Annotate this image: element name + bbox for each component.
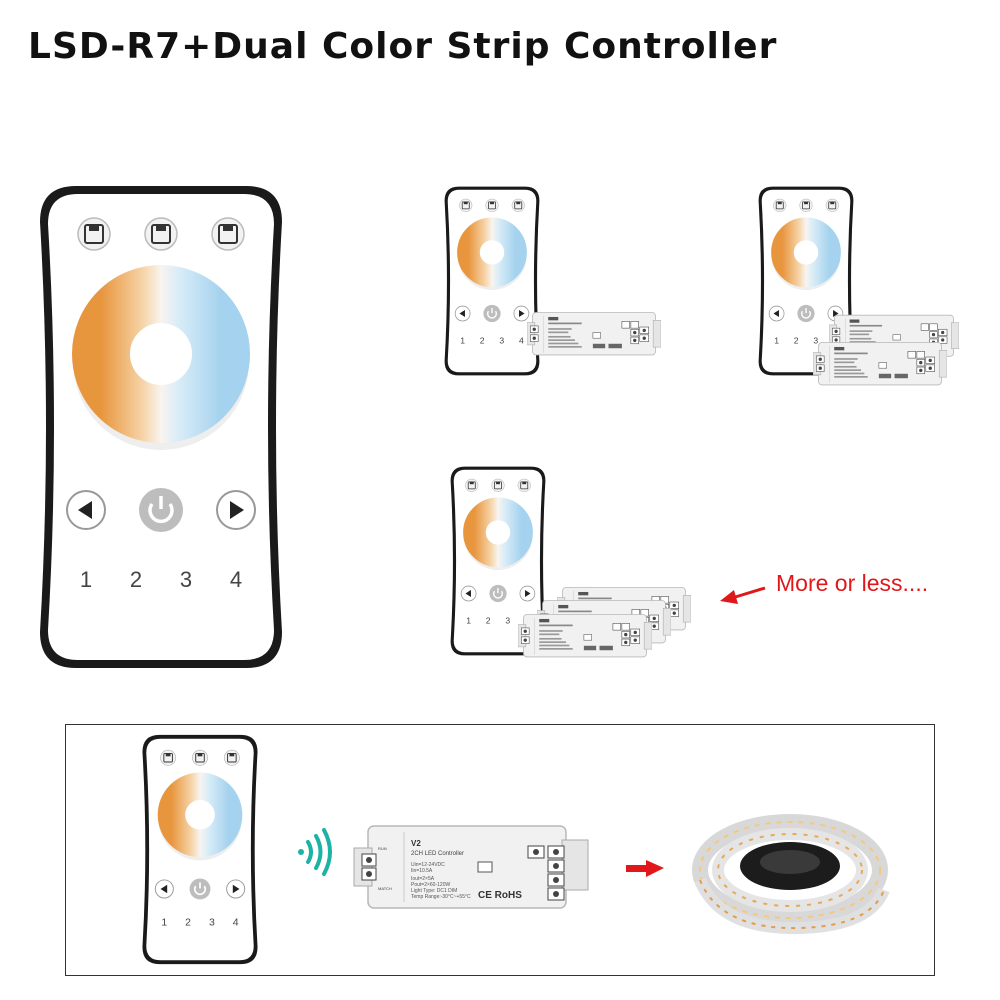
controller-marks: CE RoHS — [478, 890, 522, 901]
controller-spec-6: Temp Range:-30°C~+55°C — [411, 894, 471, 900]
controller-name: 2CH LED Controller — [411, 851, 464, 857]
system-diagram-frame — [65, 724, 935, 976]
controller-stack-c — [518, 614, 652, 658]
controller-spec-5: Light Type: DC1 DIM — [411, 888, 457, 894]
controller-spec-1: Uin=12-24VDC — [411, 862, 445, 868]
controller-spec-2: Iin=10.5A — [411, 868, 433, 874]
page-title: LSD-R7+Dual Color Strip Controller — [28, 26, 778, 67]
controller-stack-bottom — [813, 342, 947, 386]
remote-large — [40, 186, 282, 668]
controller-spec-4: Pout=2×60-120W — [411, 882, 450, 888]
strip-arrow — [626, 860, 664, 877]
led-strip-reel — [692, 814, 890, 935]
wireless-signal-icon — [298, 828, 332, 876]
controller-spec-3: Iout=2×5A — [411, 876, 435, 882]
more-or-less-arrow — [720, 586, 766, 604]
controller-model: V2 — [411, 839, 421, 848]
remote-small-1 — [445, 187, 540, 376]
controller-single — [527, 312, 661, 356]
controller-large: V2 2CH LED Controller Uin=12-24VDC Iin=1… — [353, 825, 589, 909]
controller-terminal-match: MATCH — [378, 886, 392, 891]
more-or-less-label: More or less.... — [776, 570, 929, 596]
controller-terminal-run: RUN — [378, 846, 387, 851]
